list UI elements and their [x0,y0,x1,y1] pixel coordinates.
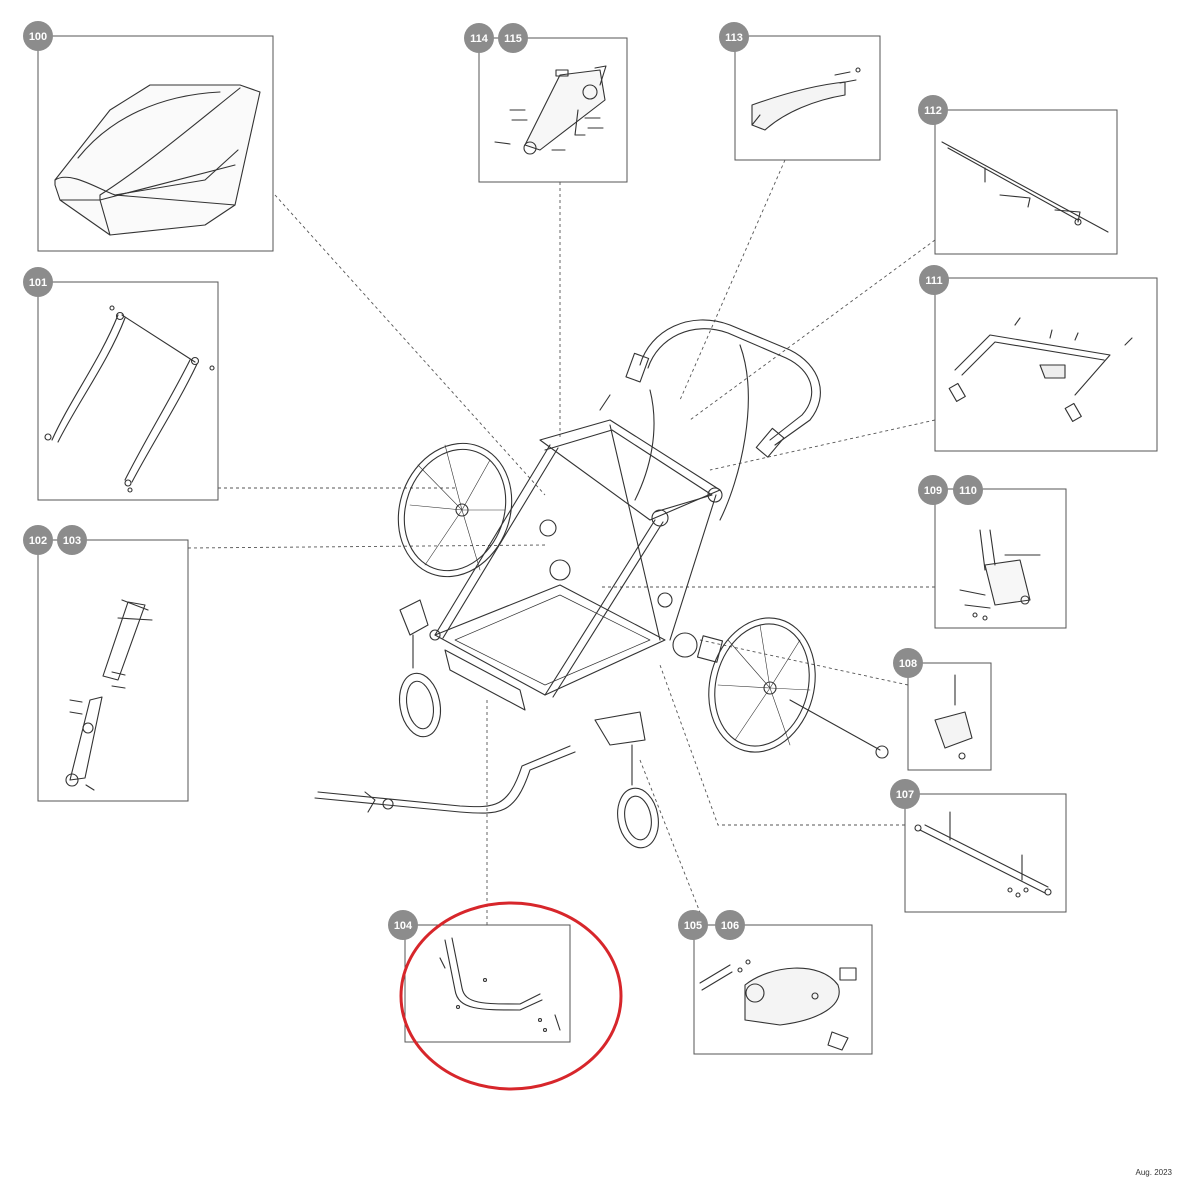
badge-114[interactable]: 114 [464,23,494,53]
badge-label-104: 104 [394,920,413,932]
badge-106[interactable]: 106 [715,910,745,940]
hinge-drawing [494,65,607,155]
fork-housing-drawing [699,959,857,1051]
badge-label-115: 115 [504,33,522,45]
badge-label-100: 100 [29,31,47,43]
badge-115[interactable]: 115 [498,23,528,53]
roll-bar-drawing [44,305,215,493]
cross-bar-drawing [941,141,1109,233]
leader-line-113 [679,159,786,401]
canopy-drawing [54,84,261,236]
badge-105[interactable]: 105 [678,910,708,940]
badge-label-111: 111 [925,275,942,287]
handlebar-frame-drawing [948,317,1133,422]
badge-label-109: 109 [924,485,942,497]
badge-104[interactable]: 104 [388,910,418,940]
badge-101[interactable]: 101 [23,267,53,297]
part-box-101 [37,281,219,501]
badge-103[interactable]: 103 [57,525,87,555]
badge-100[interactable]: 100 [23,21,53,51]
badge-label-107: 107 [896,789,914,801]
leader-line-111 [709,419,936,471]
leader-line-105 [639,759,706,926]
badge-113[interactable]: 113 [719,22,749,52]
badge-label-110: 110 [959,485,977,497]
leader-line-108 [699,639,909,686]
badge-label-112: 112 [924,105,942,117]
callout-badges: 100 101 102 103 104 105 106 107 [23,21,983,940]
leader-line-107 [659,664,905,826]
part-box-109 [934,488,1067,629]
badge-label-113: 113 [725,32,743,44]
badge-102[interactable]: 102 [23,525,53,555]
badge-label-102: 102 [29,535,47,547]
badge-111[interactable]: 111 [919,265,949,295]
side-arm-drawing [65,599,153,791]
leader-lines [187,159,936,926]
brake-drawing [959,529,1041,621]
badge-108[interactable]: 108 [893,648,923,678]
part-box-112 [934,109,1118,255]
bracket-drawing [934,674,973,760]
badge-label-103: 103 [63,535,81,547]
badge-label-114: 114 [470,33,489,45]
part-drawings [44,65,1133,1051]
highlight-circle [399,901,623,1091]
revision-date: Aug. 2023 [1135,1168,1172,1177]
part-box-107 [904,793,1067,913]
badge-label-108: 108 [899,658,917,670]
grip-drawing [751,67,861,131]
part-box-104 [404,924,571,1043]
badge-label-105: 105 [684,920,702,932]
leader-line-100 [274,194,546,496]
badge-label-106: 106 [721,920,739,932]
part-box-102 [37,539,189,802]
badge-110[interactable]: 110 [953,475,983,505]
badge-107[interactable]: 107 [890,779,920,809]
leader-line-112 [689,239,936,421]
badge-label-101: 101 [29,277,47,289]
tow-bar-drawing [439,937,561,1033]
badge-109[interactable]: 109 [918,475,948,505]
badge-112[interactable]: 112 [918,95,948,125]
axle-drawing [914,811,1052,898]
stroller-frame-drawing [314,319,889,849]
